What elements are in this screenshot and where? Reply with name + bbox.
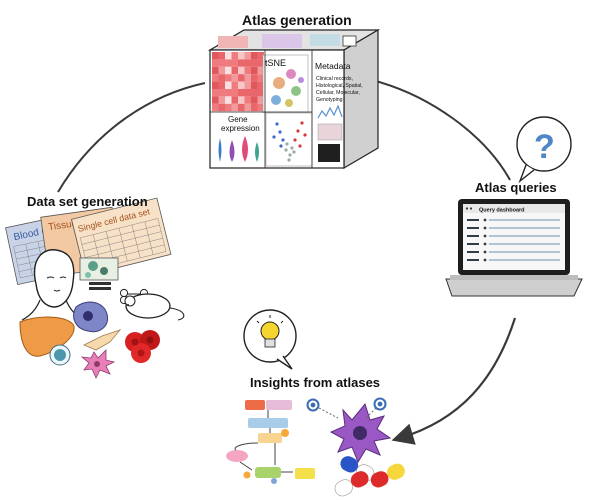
volcano-plot [272, 121, 307, 162]
atlas-cube: tSNE Gene expression [207, 28, 381, 170]
tissue-slide-icon [79, 257, 119, 290]
lightbulb-icon [243, 309, 297, 370]
arc-dataset-to-atlas [57, 82, 206, 193]
query-dashboard-title: Query dashboard [479, 208, 525, 214]
atlas-generation-title: Atlas generation [242, 12, 352, 28]
pills-icon [334, 456, 405, 497]
laptop-icon: Query dashboard [445, 199, 583, 297]
tsne-clusters [271, 69, 304, 107]
dashboard-list [467, 218, 560, 262]
svg-text:Clinical records,: Clinical records, [316, 76, 353, 82]
immune-cell-icon [306, 397, 392, 464]
arc-atlas-to-queries [371, 79, 511, 181]
monitor-icon [342, 35, 357, 47]
metadata-title: Metadata [315, 61, 351, 71]
question-mark: ? [534, 128, 555, 166]
svg-text:Histological, Spatial,: Histological, Spatial, [316, 83, 363, 89]
arc-queries-to-insights [391, 317, 517, 445]
neuron-cell-icon [80, 349, 116, 379]
red-blood-cells-icon [125, 330, 160, 363]
person-head-icon [21, 249, 85, 321]
metadata-signal-trace [317, 104, 343, 119]
lymphocyte-icon [49, 344, 71, 366]
question-bubble-icon: ? [516, 116, 572, 184]
cycle-arrows [57, 79, 517, 445]
gene-expression-label-2: expression [221, 124, 260, 133]
atlas-queries-title: Atlas queries [475, 180, 557, 195]
insights-title: Insights from atlases [250, 375, 381, 390]
laptop-screen [463, 204, 565, 270]
neutrophil-icon [73, 301, 109, 333]
laptop-base [445, 278, 583, 297]
tsne-label: tSNE [265, 58, 286, 68]
cube-right-face [343, 28, 379, 170]
fibroblast-icon [83, 329, 122, 351]
heatmap-panel [212, 52, 264, 112]
svg-text:Genotyping: Genotyping [316, 97, 343, 103]
svg-text:Cellular, Molecular,: Cellular, Molecular, [316, 90, 360, 96]
gene-expression-label-1: Gene [228, 115, 248, 124]
workflow-diagram [226, 400, 315, 484]
violin-plots [218, 136, 259, 162]
dataset-generation-title: Data set generation [27, 194, 148, 209]
mouse-icon [124, 293, 185, 321]
